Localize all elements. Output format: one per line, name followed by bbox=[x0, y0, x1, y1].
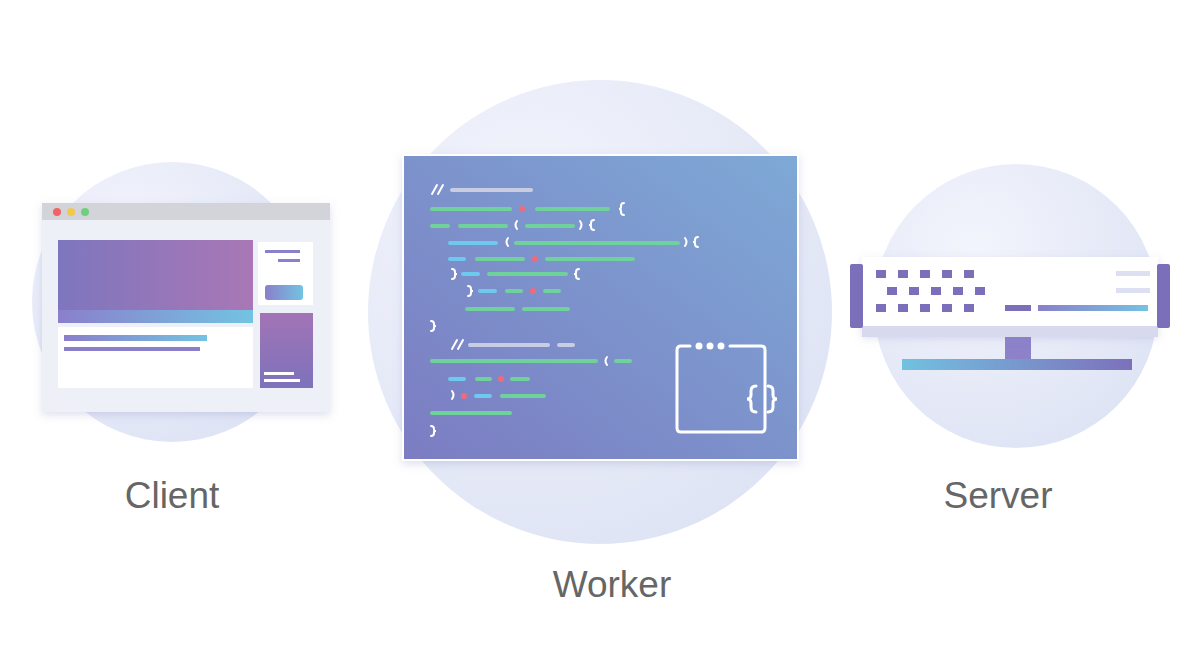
part-name: Client bbox=[125, 477, 220, 514]
part-name: Server bbox=[944, 477, 1053, 514]
part-name: Worker bbox=[553, 566, 672, 603]
